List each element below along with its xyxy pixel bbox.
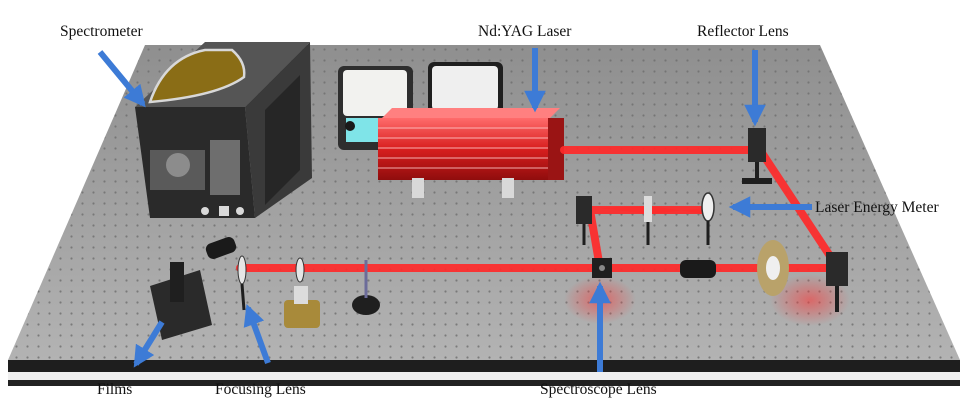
nd-yag-laser bbox=[378, 108, 564, 198]
label-spectroscope-lens: Spectroscope Lens bbox=[540, 381, 657, 398]
label-laser: Nd:YAG Laser bbox=[478, 23, 572, 40]
beam-glow bbox=[770, 274, 850, 326]
pointer-arrows bbox=[97, 48, 812, 372]
label-reflector-lens: Reflector Lens bbox=[697, 23, 789, 40]
label-focusing-lens: Focusing Lens bbox=[215, 381, 306, 398]
arrow-spectrometer bbox=[97, 50, 146, 108]
lower-right-optics bbox=[592, 240, 848, 312]
label-films: Films bbox=[97, 381, 133, 398]
label-laser-energy-meter: Laser Energy Meter bbox=[815, 199, 939, 216]
spectrometer-device bbox=[135, 42, 312, 218]
beam-splitter-cone bbox=[600, 206, 705, 214]
arrow-films bbox=[133, 320, 165, 368]
arrow-focusing-lens bbox=[243, 303, 271, 365]
label-spectrometer: Spectrometer bbox=[60, 23, 143, 40]
film-stage-and-lenses bbox=[150, 237, 380, 340]
energy-meter-optics bbox=[576, 192, 715, 245]
reflector-lens-mount bbox=[742, 128, 772, 184]
